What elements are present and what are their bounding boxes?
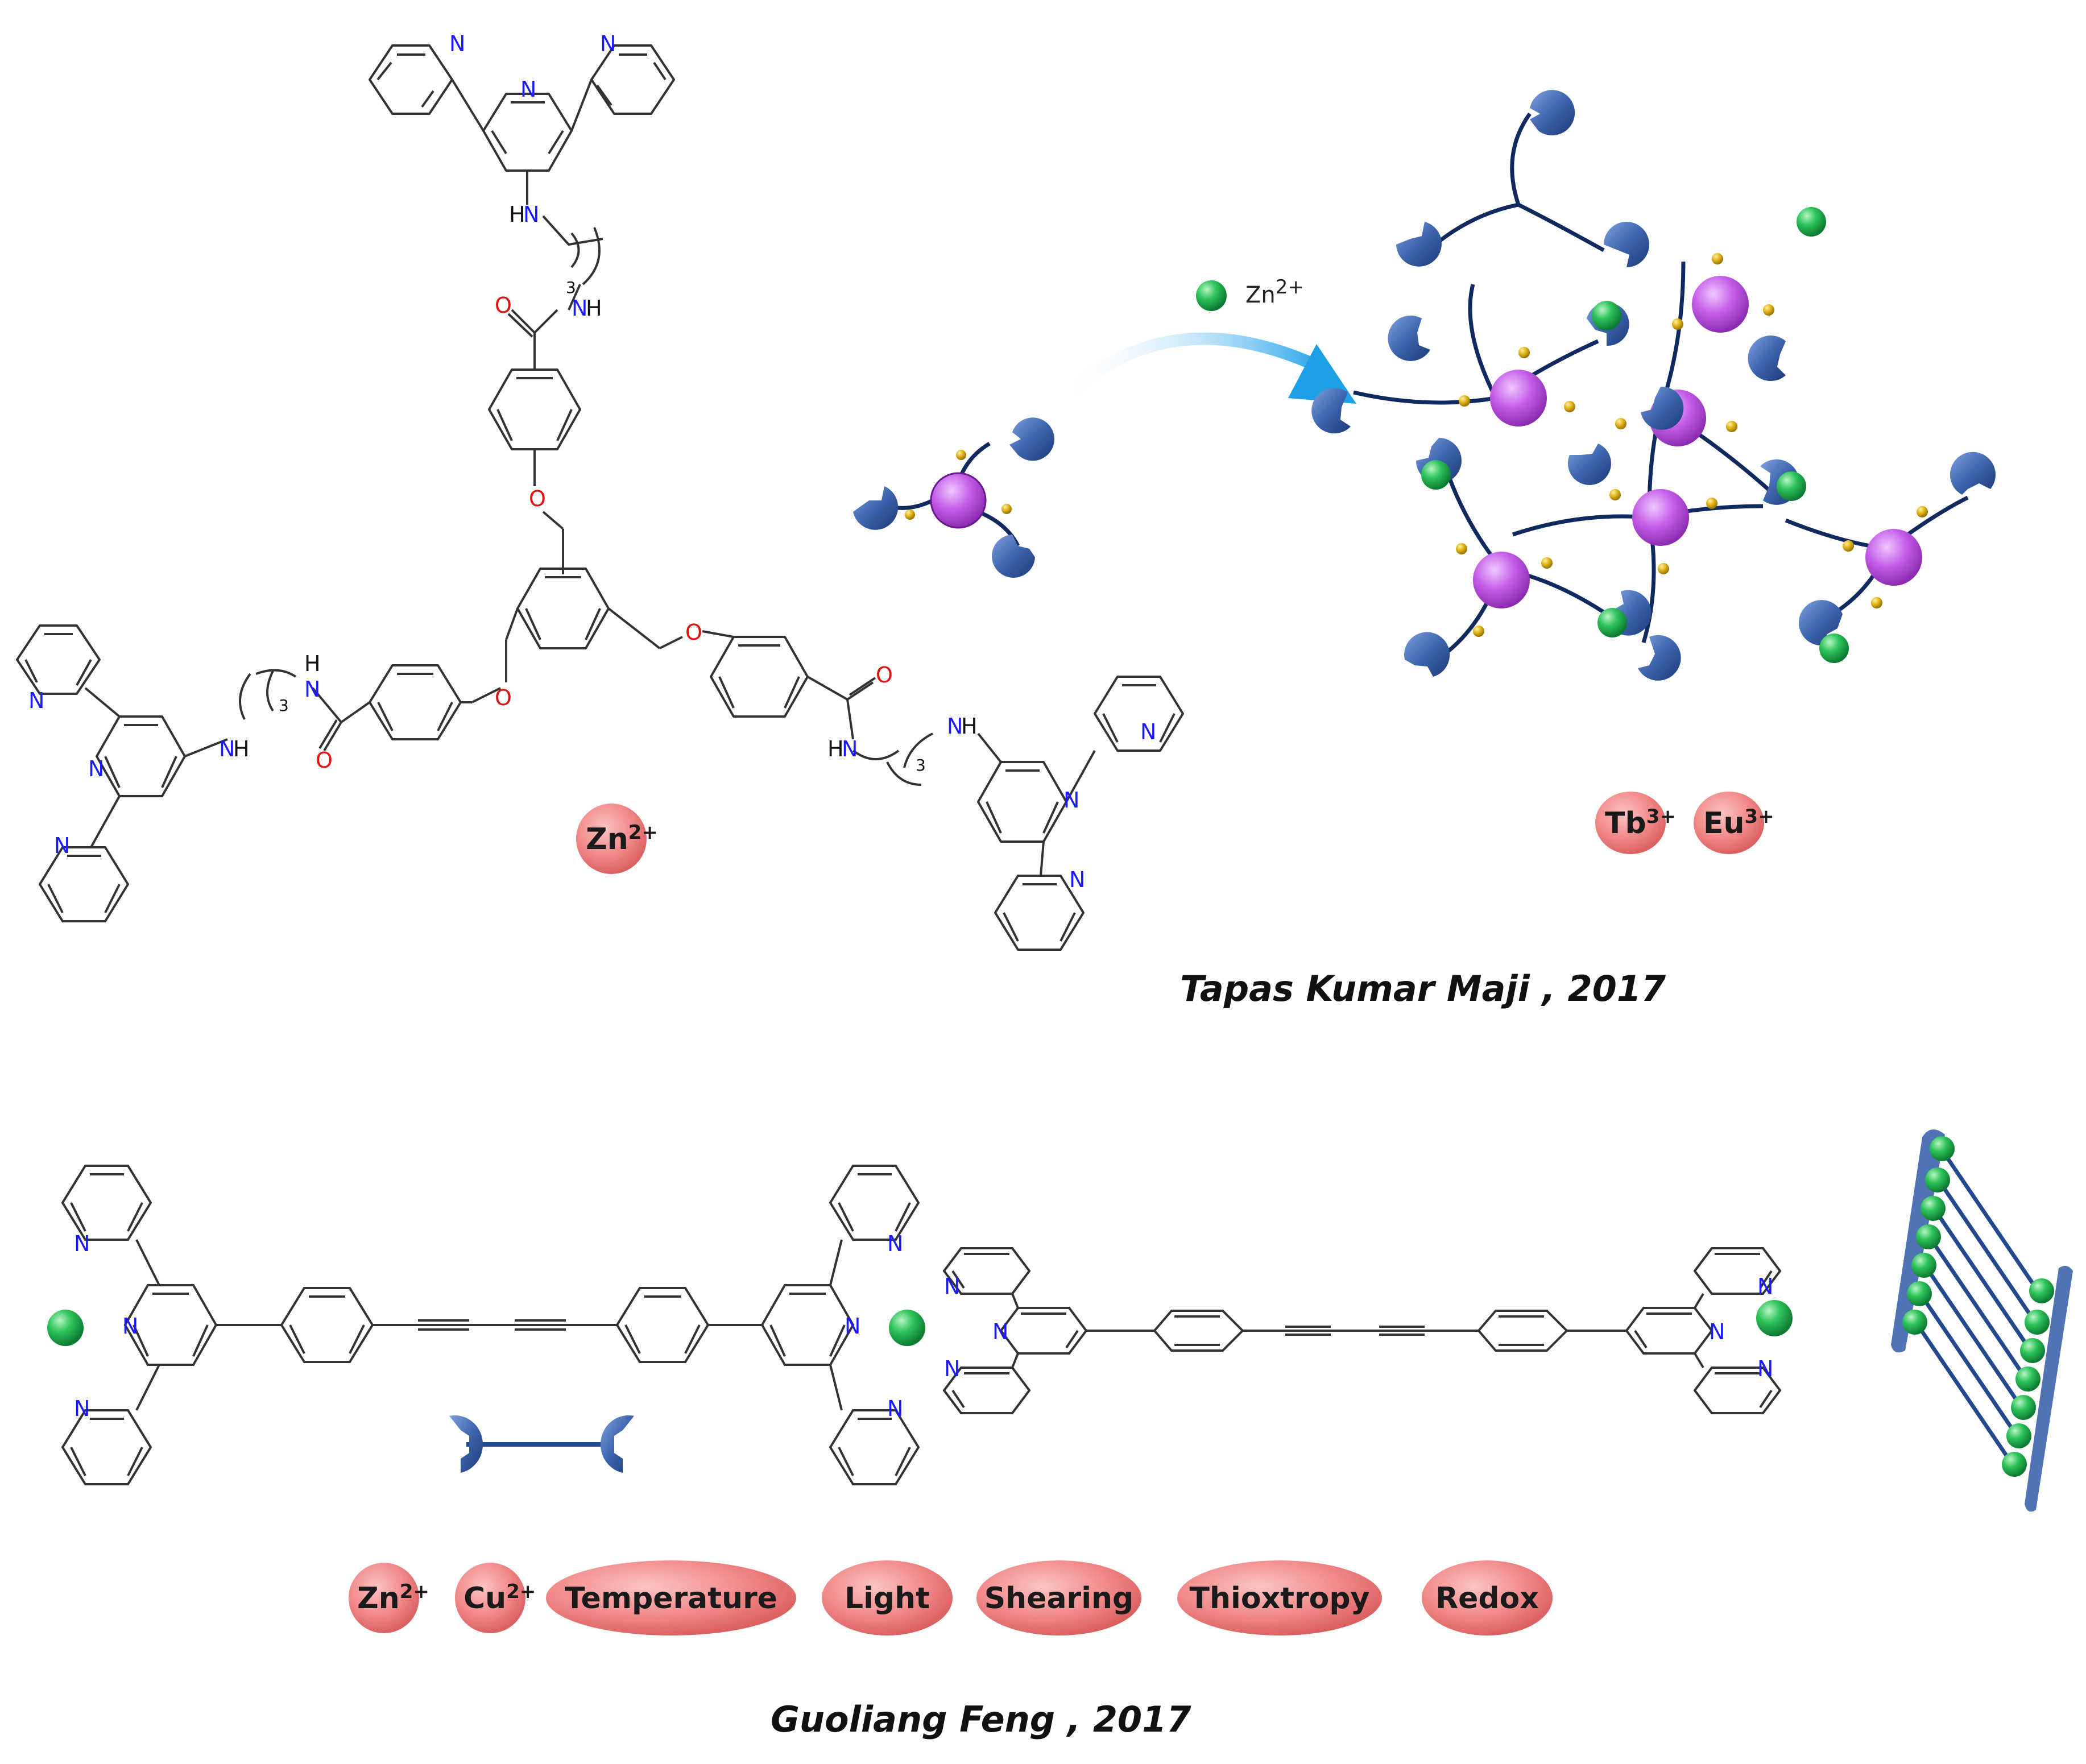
amine-n-label: N: [523, 202, 539, 227]
amide-h-label: H: [304, 651, 321, 676]
bis-terpyridine-conformer-labels: N N N N N N: [944, 1274, 1773, 1381]
atom-n-label: N: [74, 1231, 90, 1256]
ditopic-ligand-cartoon: [449, 1415, 634, 1473]
svg-text:Zn2+: Zn2+: [586, 821, 658, 856]
atom-n-label: N: [845, 1314, 860, 1339]
temperature-stimulus-badge: Temperature: [546, 1560, 796, 1635]
zn-ion-left: [47, 1310, 84, 1346]
atom-n-label: N: [1757, 1274, 1773, 1299]
tripodal-monomer-cartoon: [853, 417, 1054, 578]
bis-terpyridine-structure: [61, 1165, 920, 1485]
carbonyl-o-label: O: [876, 662, 893, 688]
cu-stimulus-badge: Cu2+: [455, 1563, 536, 1633]
atom-n-label: N: [887, 1231, 903, 1256]
top-citation: Tapas Kumar Maji , 2017: [1180, 968, 1666, 1009]
svg-text:Thioxtropy: Thioxtropy: [1190, 1581, 1370, 1616]
terpyridine-cups: [1311, 90, 1996, 681]
tb-ion-badge: Tb3+: [1595, 792, 1676, 854]
ether-o-label: O: [529, 486, 546, 511]
svg-text:Temperature: Temperature: [565, 1581, 777, 1616]
zn-ion-conformer: [1756, 1300, 1793, 1336]
shearing-stimulus-badge: Shearing: [976, 1560, 1141, 1635]
atom-n-label: N: [520, 77, 536, 102]
svg-text:Cu2+: Cu2+: [463, 1580, 536, 1616]
zn-ion-right: [889, 1310, 925, 1346]
svg-text:Tb3+: Tb3+: [1605, 805, 1676, 840]
atom-n-label: N: [992, 1319, 1008, 1344]
amine-n-label: N: [947, 714, 963, 739]
atom-n-label: N: [1063, 788, 1079, 813]
metal-nodes: [1473, 276, 1922, 608]
atom-n-label: N: [122, 1314, 138, 1339]
atom-n-label: N: [54, 833, 70, 858]
tripodal-ligand-structure: [16, 44, 1184, 951]
ether-o-label: O: [495, 685, 512, 710]
amide-n-label: N: [304, 677, 320, 702]
zn-ions-network: [1421, 207, 1849, 663]
atom-n-label: N: [1140, 719, 1156, 744]
redox-stimulus-badge: Redox: [1422, 1560, 1553, 1635]
coordination-network-cartoon: [1311, 90, 1996, 681]
carbonyl-o-label: O: [316, 748, 333, 773]
amide-h-label: H: [827, 736, 844, 761]
repeat-3-label: 3: [916, 756, 926, 775]
svg-text:Shearing: Shearing: [984, 1581, 1134, 1616]
linker-beads: [1456, 253, 1928, 637]
amide-n-label: N: [842, 736, 858, 761]
svg-text:Eu3+: Eu3+: [1703, 805, 1774, 840]
thioxtropy-stimulus-badge: Thioxtropy: [1177, 1560, 1382, 1635]
bottom-citation: Guoliang Feng , 2017: [771, 1699, 1191, 1740]
zn-ion-badge: Zn2+: [576, 804, 658, 874]
atom-n-label: N: [944, 1356, 960, 1381]
atom-n-label: N: [1709, 1319, 1725, 1344]
atom-n-label: N: [1069, 867, 1085, 892]
amine-n-label: N: [219, 736, 235, 761]
ladder-polymer-cartoon: [1891, 1129, 2073, 1512]
light-stimulus-badge: Light: [822, 1560, 953, 1635]
stimuli-row: Zn2+ Cu2+ Temperature Light Shearing Thi…: [349, 1560, 1553, 1635]
atom-n-label: N: [28, 688, 44, 713]
atom-n-label: N: [600, 31, 616, 56]
eu-ion-badge: Eu3+: [1694, 792, 1774, 854]
amide-n-label: N: [572, 296, 587, 321]
zn-legend: Zn2+: [1196, 276, 1304, 311]
amine-h-label: H: [233, 736, 250, 761]
ether-o-label: O: [685, 620, 702, 645]
self-assembly-arrow: [1059, 332, 1356, 404]
atom-n-label: N: [74, 1396, 90, 1421]
zn-stimulus-badge: Zn2+: [349, 1563, 429, 1633]
atom-n-label: N: [887, 1396, 903, 1421]
amine-h-label: H: [509, 202, 525, 227]
amine-h-label: H: [961, 714, 978, 739]
svg-text:Redox: Redox: [1435, 1581, 1539, 1616]
svg-text:Zn2+: Zn2+: [357, 1580, 429, 1616]
amide-h-label: H: [586, 296, 602, 321]
atom-n-label: N: [944, 1274, 960, 1299]
carbonyl-o-label: O: [495, 293, 512, 318]
bis-terpyridine-atom-labels: N N N N N N: [74, 1231, 903, 1421]
atom-n-label: N: [449, 31, 465, 56]
tripodal-ligand-atom-labels: N N N H N 3 N H O O O O O O H N 3 N H N …: [28, 31, 1156, 892]
bis-terpyridine-conformer: [942, 1247, 1782, 1414]
svg-text:Light: Light: [845, 1581, 930, 1616]
repeat-3-label: 3: [279, 696, 289, 715]
atom-n-label: N: [88, 756, 104, 781]
svg-text:Zn2+: Zn2+: [1245, 276, 1304, 308]
repeat-3-label: 3: [566, 278, 576, 297]
atom-n-label: N: [1757, 1356, 1773, 1381]
